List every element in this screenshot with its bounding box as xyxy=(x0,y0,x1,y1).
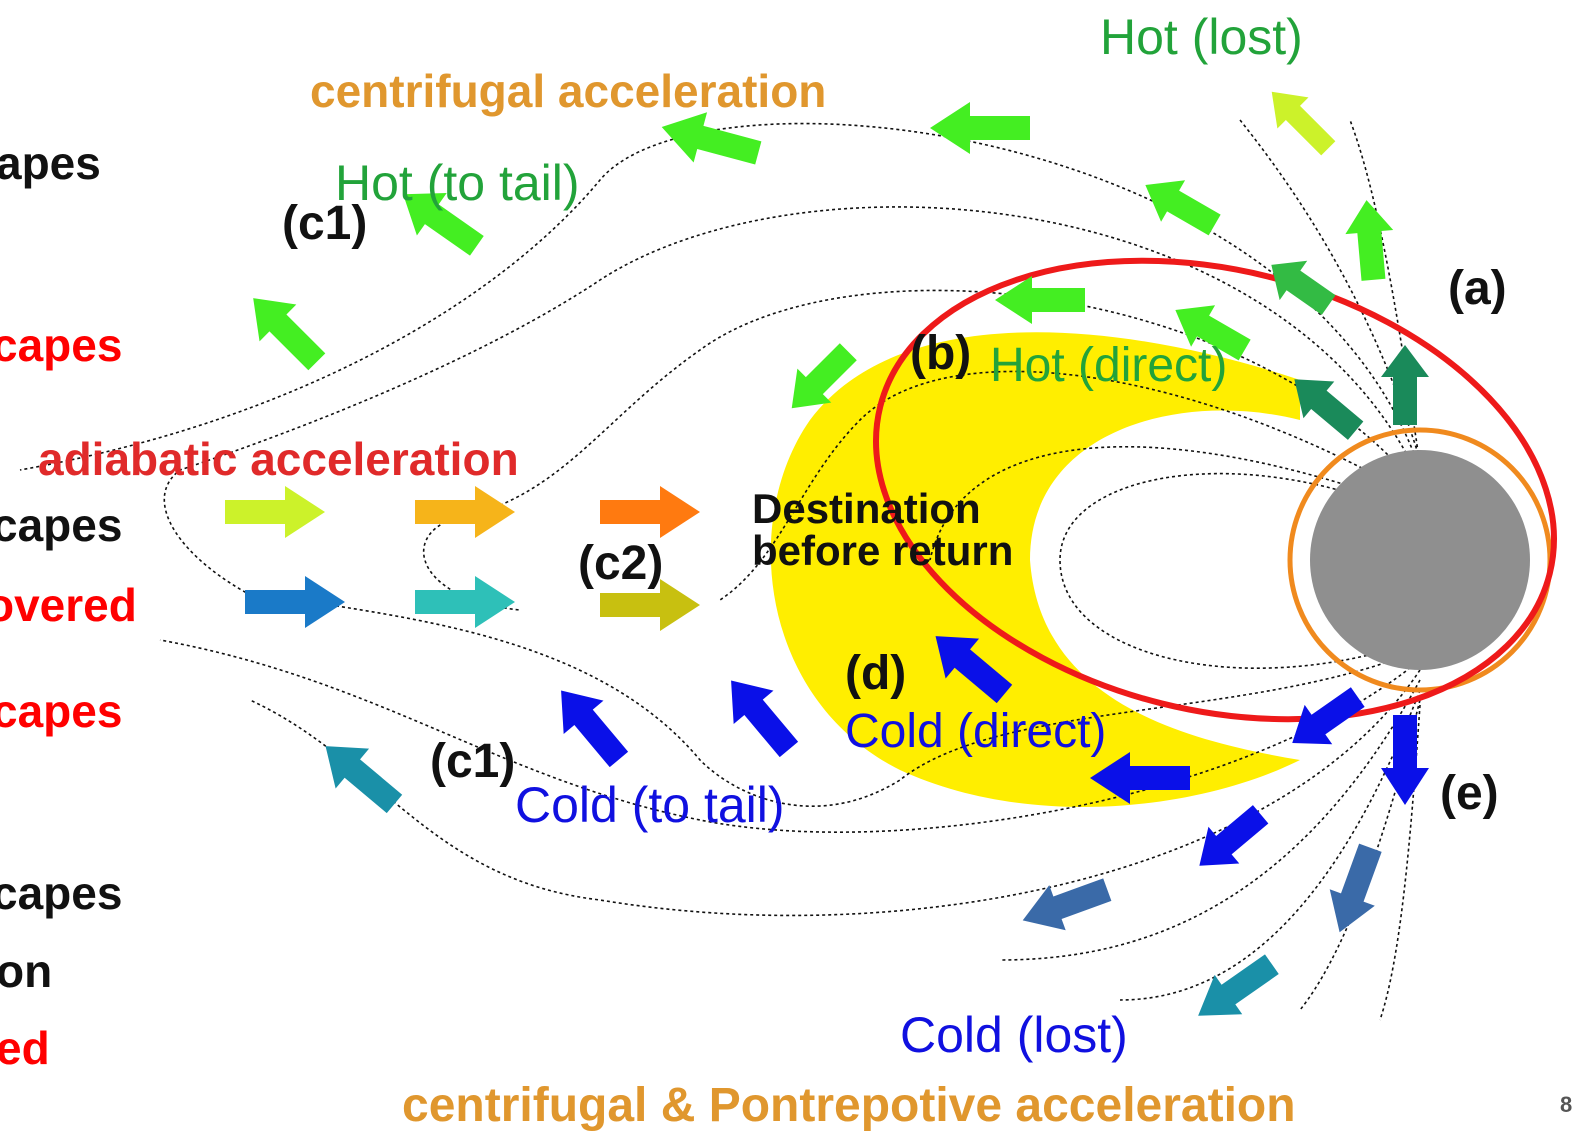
label-e: (e) xyxy=(1440,767,1499,820)
left-text-2: capes xyxy=(0,319,123,371)
destination-region xyxy=(770,332,1300,808)
planet xyxy=(1310,450,1530,670)
label-hot-lost: Hot (lost) xyxy=(1100,9,1303,65)
arrow-hot-right-4-icon xyxy=(995,276,1085,324)
left-text-1: apes xyxy=(0,137,101,189)
arrow-hot-tail-2-icon xyxy=(253,298,326,371)
page-number: 8 xyxy=(1560,1092,1573,1117)
label-cold-to-tail: Cold (to tail) xyxy=(515,777,785,833)
arrow-hot-right-5-icon xyxy=(1175,305,1251,361)
left-text-8: ed xyxy=(0,1022,50,1074)
label-hot-direct: Hot (direct) xyxy=(990,339,1228,392)
left-text-3: capes xyxy=(0,499,123,551)
label-cold-direct: Cold (direct) xyxy=(845,705,1107,758)
arrow-cold-tail-3-icon xyxy=(731,680,799,758)
label-d: (d) xyxy=(845,647,907,700)
label-centrifugal-acceleration: centrifugal acceleration xyxy=(310,65,827,117)
arrow-cold-direct-2-icon xyxy=(1090,752,1190,804)
arrow-hot-tail-1-icon xyxy=(403,192,484,256)
arrow-adiabatic-6-icon xyxy=(600,579,700,631)
left-text-5: capes xyxy=(0,685,123,737)
label-c1-top: (c1) xyxy=(282,197,368,250)
arrow-hot-dark-2-icon xyxy=(1294,379,1364,440)
label-centrifugal-pontrepotive: centrifugal & Pontrepotive acceleration xyxy=(402,1079,1296,1132)
label-c2: (c2) xyxy=(578,537,664,590)
arrow-adiabatic-3-icon xyxy=(600,486,700,538)
arrow-adiabatic-4-icon xyxy=(245,576,345,628)
arrow-adiabatic-5-icon xyxy=(415,576,515,628)
arrow-cold-tail-2-icon xyxy=(561,690,629,768)
arrow-cold-right-4-icon xyxy=(1022,878,1112,931)
arrow-cold-direct-1-icon xyxy=(935,636,1013,704)
arrow-centrifugal-1-icon xyxy=(930,102,1030,154)
label-a: (a) xyxy=(1448,262,1507,315)
arrows xyxy=(225,91,1429,1016)
arrow-centrifugal-2-icon xyxy=(661,112,762,165)
arrow-hot-dark-1-icon xyxy=(1381,345,1429,425)
arrow-cold-right-1-icon xyxy=(1292,687,1365,745)
arrow-cold-right-5-icon xyxy=(1329,843,1382,933)
arrow-hot-right-1-icon xyxy=(1145,180,1221,236)
left-text-4: overed xyxy=(0,579,137,631)
arrow-cold-tail-1-icon xyxy=(325,746,403,814)
left-text-6: capes xyxy=(0,867,123,919)
field-lines xyxy=(19,119,1421,1021)
arrow-cold-lost-icon xyxy=(1198,954,1279,1016)
label-destination-2: before return xyxy=(752,527,1014,574)
label-adiabatic-acceleration: adiabatic acceleration xyxy=(38,433,519,485)
label-destination-1: Destination xyxy=(752,485,981,532)
arrow-adiabatic-2-icon xyxy=(415,486,515,538)
arrow-hot-right-3-icon xyxy=(1271,260,1336,315)
red-ellipse xyxy=(873,257,1557,723)
label-hot-to-tail: Hot (to tail) xyxy=(335,155,580,211)
arrow-hot-lost-icon xyxy=(1271,91,1336,156)
label-cold-lost: Cold (lost) xyxy=(900,1007,1128,1063)
arrow-adiabatic-1-icon xyxy=(225,486,325,538)
arrow-cold-right-2-icon xyxy=(1381,715,1429,805)
label-c1-bottom: (c1) xyxy=(430,735,516,788)
arrow-hot-right-2-icon xyxy=(1345,200,1394,281)
arrow-hot-direct-1-icon xyxy=(791,343,857,409)
label-b: (b) xyxy=(910,327,972,380)
arrow-cold-right-3-icon xyxy=(1199,805,1269,866)
left-text-7: on xyxy=(0,945,53,997)
